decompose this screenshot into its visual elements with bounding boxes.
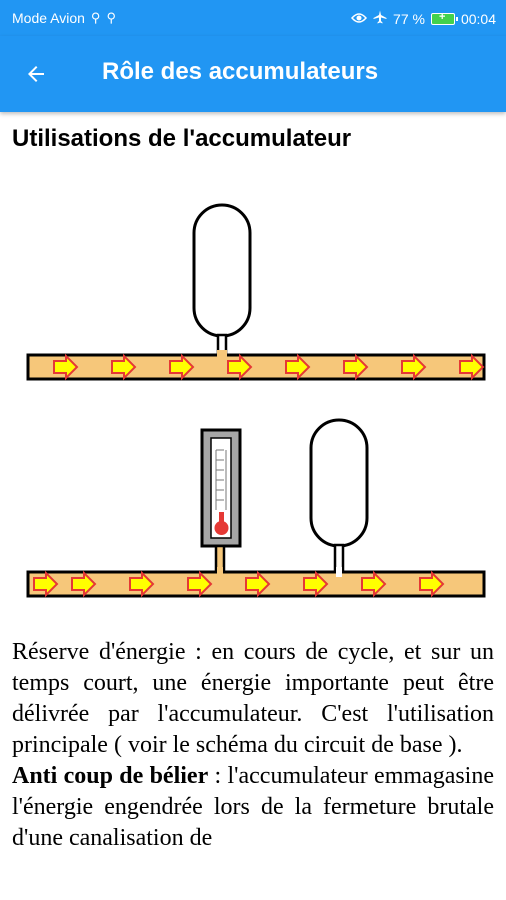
- flow-arrow: [53, 353, 79, 381]
- clock: 00:04: [460, 10, 496, 27]
- flow-arrow: [33, 570, 59, 598]
- airplane-mode-label: Mode Avion: [12, 10, 85, 26]
- body-text: Réserve d'énergie : en cours de cycle, e…: [12, 637, 494, 854]
- paragraph-water-hammer: Anti coup de bélier : l'accumulateur emm…: [12, 761, 494, 854]
- flow-arrow: [419, 570, 445, 598]
- flow-arrow: [245, 570, 271, 598]
- flow-arrow: [343, 353, 369, 381]
- flow-arrow: [459, 353, 485, 381]
- battery-icon: [430, 11, 458, 25]
- flow-arrow: [169, 353, 195, 381]
- battery-level: 77 %: [393, 10, 425, 27]
- paragraph-energy-reserve: Réserve d'énergie : en cours de cycle, e…: [12, 639, 494, 758]
- flow-arrow: [71, 570, 97, 598]
- back-button[interactable]: [16, 54, 56, 94]
- flow-arrow: [303, 570, 329, 598]
- accumulator-top: [192, 203, 252, 359]
- paragraph-water-hammer-text: : l'accumulateur emmagasine l'énergie en…: [12, 763, 495, 851]
- flow-arrow: [401, 353, 427, 381]
- accumulator-diagram: [26, 203, 486, 598]
- flow-arrow: [227, 353, 253, 381]
- flow-arrows-bottom: [33, 570, 445, 598]
- status-bar: Mode Avion ⚲ ⚲ 77 % 00:04: [0, 0, 506, 36]
- flow-arrows-top: [53, 353, 485, 381]
- flow-arrow: [361, 570, 387, 598]
- usb-icon: ⚲: [90, 10, 101, 25]
- app-bar: Rôle des accumulateurs: [0, 36, 506, 112]
- thermometer-gauge: [200, 428, 242, 574]
- status-left: Mode Avion ⚲ ⚲: [12, 10, 116, 26]
- airplane-icon: [373, 10, 387, 27]
- section-title: Utilisations de l'accumulateur: [12, 125, 352, 152]
- usb-icon: ⚲: [106, 10, 116, 25]
- status-right: 77 % 00:04: [351, 10, 496, 27]
- term-water-hammer: Anti coup de bélier: [12, 763, 209, 789]
- flow-arrow: [285, 353, 311, 381]
- eye-icon: [351, 11, 368, 27]
- accumulator-bottom: [309, 418, 369, 575]
- flow-arrow: [111, 353, 137, 381]
- arrow-left-icon: [28, 66, 44, 82]
- flow-arrow: [129, 570, 155, 598]
- page-title: Rôle des accumulateurs: [102, 58, 379, 85]
- flow-arrow: [187, 570, 213, 598]
